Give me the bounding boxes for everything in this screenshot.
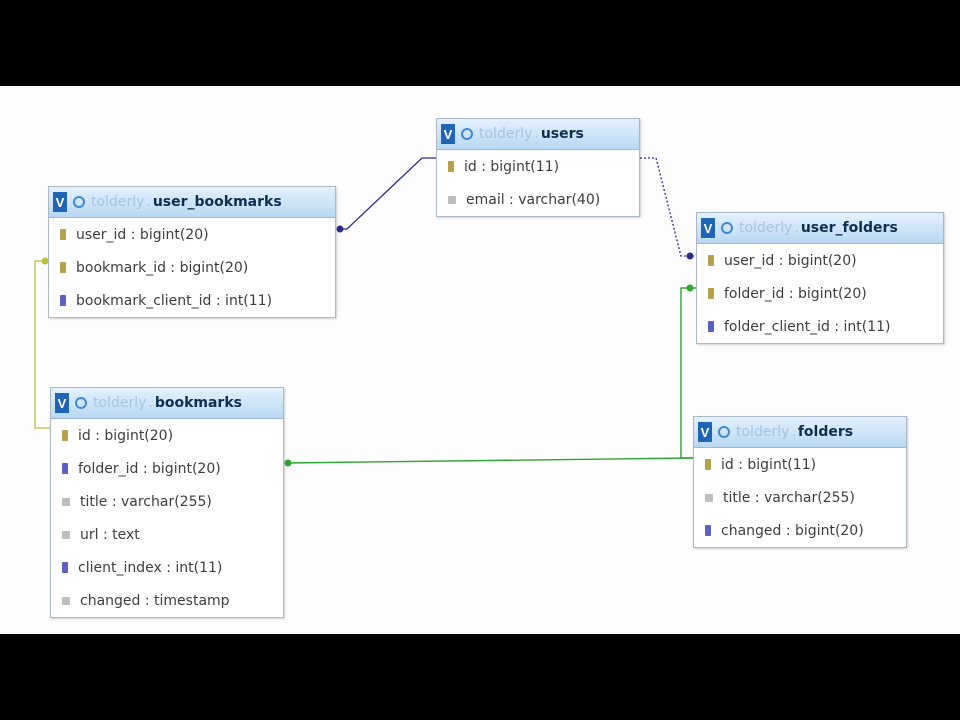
column-label: bookmark_client_id : int(11): [76, 292, 273, 309]
column-icon: [62, 497, 70, 506]
table-header[interactable]: V tolderly . folders: [694, 417, 906, 448]
table-name: folders: [797, 424, 854, 440]
column-row[interactable]: url : text: [51, 518, 283, 551]
database-name: tolderly: [93, 395, 147, 411]
relation-folders-bookmarks[interactable]: [284, 457, 694, 467]
v-badge-icon[interactable]: V: [698, 422, 712, 442]
table-name: user_folders: [800, 220, 898, 236]
column-label: title : varchar(255): [723, 489, 855, 506]
database-name: tolderly: [91, 194, 145, 210]
column-label: bookmark_id : bigint(20): [76, 259, 249, 276]
v-badge-icon[interactable]: V: [53, 192, 67, 212]
name-separator: .: [791, 424, 796, 440]
name-separator: .: [148, 395, 153, 411]
v-badge-icon[interactable]: V: [55, 393, 69, 413]
foreign-key-icon: [60, 295, 66, 306]
table-name: users: [540, 126, 584, 142]
column-label: email : varchar(40): [466, 191, 601, 208]
column-label: id : bigint(20): [78, 427, 174, 444]
gear-icon[interactable]: [721, 222, 733, 234]
database-name: tolderly: [739, 220, 793, 236]
table-header[interactable]: V tolderly . users: [437, 119, 639, 150]
key-icon: [448, 161, 454, 172]
column-label: folder_id : bigint(20): [724, 285, 867, 302]
column-row[interactable]: user_id : bigint(20): [697, 244, 943, 277]
table-bookmarks[interactable]: V tolderly . bookmarks id : bigint(20) f…: [50, 387, 284, 618]
table-name: bookmarks: [154, 395, 242, 411]
table-header[interactable]: V tolderly . bookmarks: [51, 388, 283, 419]
key-icon: [60, 262, 66, 273]
column-row[interactable]: changed : bigint(20): [694, 514, 906, 547]
table-header[interactable]: V tolderly . user_folders: [697, 213, 943, 244]
column-row[interactable]: changed : timestamp: [51, 584, 283, 617]
foreign-key-icon: [62, 463, 68, 474]
column-label: changed : timestamp: [80, 592, 230, 609]
column-row[interactable]: user_id : bigint(20): [49, 218, 335, 251]
table-user-bookmarks[interactable]: V tolderly . user_bookmarks user_id : bi…: [48, 186, 336, 318]
foreign-key-icon: [705, 525, 711, 536]
column-row[interactable]: id : bigint(11): [437, 150, 639, 183]
table-name: user_bookmarks: [152, 194, 282, 210]
key-icon: [708, 255, 714, 266]
relation-users-user-bookmarks[interactable]: [336, 157, 437, 233]
key-icon: [708, 288, 714, 299]
v-badge-icon[interactable]: V: [441, 124, 455, 144]
column-row[interactable]: folder_id : bigint(20): [51, 452, 283, 485]
key-icon: [60, 229, 66, 240]
table-header[interactable]: V tolderly . user_bookmarks: [49, 187, 335, 218]
table-users[interactable]: V tolderly . users id : bigint(11) email…: [436, 118, 640, 217]
database-name: tolderly: [479, 126, 533, 142]
column-row[interactable]: client_index : int(11): [51, 551, 283, 584]
column-row[interactable]: email : varchar(40): [437, 183, 639, 216]
name-separator: .: [534, 126, 539, 142]
column-label: url : text: [80, 526, 140, 543]
name-separator: .: [146, 194, 151, 210]
column-label: client_index : int(11): [78, 559, 223, 576]
table-folders[interactable]: V tolderly . folders id : bigint(11) tit…: [693, 416, 907, 548]
column-icon: [705, 493, 713, 502]
column-row[interactable]: title : varchar(255): [694, 481, 906, 514]
column-label: id : bigint(11): [464, 158, 560, 175]
column-label: user_id : bigint(20): [76, 226, 209, 243]
column-label: title : varchar(255): [80, 493, 212, 510]
column-row[interactable]: id : bigint(11): [694, 448, 906, 481]
column-icon: [448, 195, 456, 204]
column-row[interactable]: id : bigint(20): [51, 419, 283, 452]
column-label: folder_id : bigint(20): [78, 460, 221, 477]
column-icon: [62, 596, 70, 605]
relation-users-user-folders[interactable]: [640, 157, 694, 260]
foreign-key-icon: [62, 562, 68, 573]
column-label: user_id : bigint(20): [724, 252, 857, 269]
column-label: id : bigint(11): [721, 456, 817, 473]
gear-icon[interactable]: [718, 426, 730, 438]
column-label: folder_client_id : int(11): [724, 318, 891, 335]
column-row[interactable]: folder_client_id : int(11): [697, 310, 943, 343]
column-icon: [62, 530, 70, 539]
column-row[interactable]: bookmark_id : bigint(20): [49, 251, 335, 284]
column-row[interactable]: title : varchar(255): [51, 485, 283, 518]
v-badge-icon[interactable]: V: [701, 218, 715, 238]
column-row[interactable]: folder_id : bigint(20): [697, 277, 943, 310]
gear-icon[interactable]: [461, 128, 473, 140]
key-icon: [705, 459, 711, 470]
column-label: changed : bigint(20): [721, 522, 864, 539]
column-row[interactable]: bookmark_client_id : int(11): [49, 284, 335, 317]
name-separator: .: [794, 220, 799, 236]
designer-canvas[interactable]: V tolderly . users id : bigint(11) email…: [0, 86, 960, 634]
database-name: tolderly: [736, 424, 790, 440]
gear-icon[interactable]: [73, 196, 85, 208]
table-user-folders[interactable]: V tolderly . user_folders user_id : bigi…: [696, 212, 944, 344]
gear-icon[interactable]: [75, 397, 87, 409]
key-icon: [62, 430, 68, 441]
foreign-key-icon: [708, 321, 714, 332]
